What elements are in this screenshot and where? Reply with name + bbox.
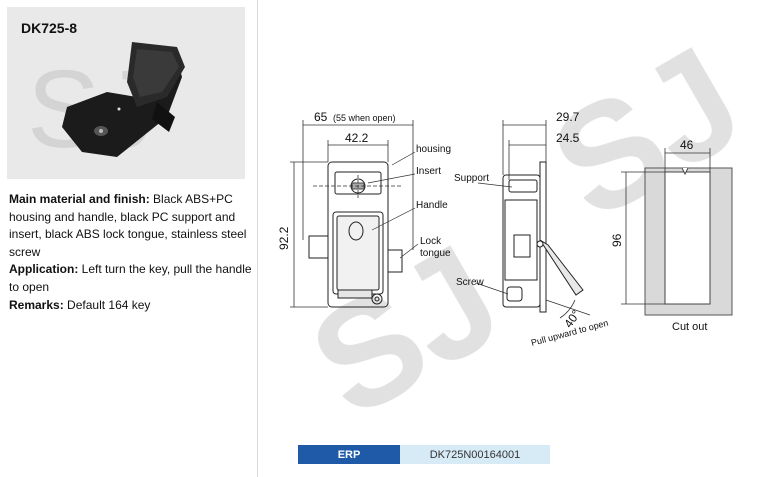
label-screw: Screw (456, 277, 485, 288)
dim-side-outer: 29.7 (556, 110, 580, 124)
column-divider (257, 0, 258, 477)
dim-cutout-width: 46 (680, 138, 694, 152)
spec-remarks: Remarks: Default 164 key (9, 297, 151, 312)
label-support: Support (454, 173, 489, 184)
spec-list: Main material and finish: Black ABS+PC h… (9, 191, 255, 314)
product-photo: SJ DK725-8 (7, 7, 245, 179)
label-insert: Insert (416, 166, 441, 177)
label-lock: Lock (420, 236, 442, 247)
label-handle: Handle (416, 200, 448, 211)
erp-bar: ERP DK725N00164001 (298, 445, 550, 464)
spec-material: Main material and finish: Black ABS+PC h… (9, 192, 247, 259)
label-housing: housing (416, 144, 451, 155)
cutout-view (644, 167, 733, 316)
model-number: DK725-8 (21, 20, 78, 36)
erp-code: DK725N00164001 (400, 445, 550, 464)
cutout-caption: Cut out (672, 321, 707, 333)
spec-application: Application: Left turn the key, pull the… (9, 262, 252, 294)
latch-photo-image: SJ (27, 42, 185, 171)
label-tongue: tongue (420, 248, 451, 259)
dim-width-top-note: (55 when open) (333, 113, 396, 123)
dim-side-inner: 24.5 (556, 131, 580, 145)
dim-height: 92.2 (277, 226, 291, 250)
front-view (308, 161, 403, 308)
erp-label: ERP (298, 445, 400, 464)
dim-cutout-height: 96 (610, 233, 624, 247)
dim-width-inner: 42.2 (345, 131, 369, 145)
technical-drawing: SJ SJ 65 (55 when open) 42.2 92.2 (277, 14, 768, 440)
side-view (502, 161, 584, 313)
dim-width-top: 65 (314, 110, 328, 124)
